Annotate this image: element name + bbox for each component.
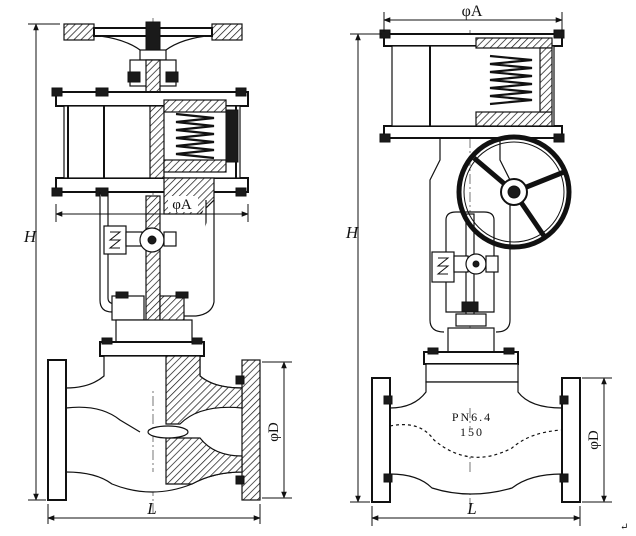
right-spring [489,54,533,106]
right-positioner [431,251,499,327]
left-valve-view: H φA L φD [23,18,292,524]
corner-return-mark: ↵ [620,522,628,533]
left-actuator [51,87,249,215]
left-spring [175,112,215,160]
right-height-label: H [345,223,360,242]
right-dimensions: φA H L φD [345,3,612,526]
left-handwheel [63,21,243,61]
left-bonnet [99,291,205,357]
body-marking-size: 150 [460,425,484,439]
body-marking-pressure: PN6.4 [452,410,492,424]
right-actuator-dia-label: φA [462,3,483,20]
left-yoke [127,59,179,97]
right-length-label: L [466,499,476,518]
left-positioner [103,225,177,255]
right-handwheel [456,134,572,250]
left-valve-body [47,355,261,501]
right-flange-dia-label: φD [586,430,602,450]
right-bonnet [423,327,519,383]
right-valve-view: PN6.4 150 φA H L φD [345,3,612,526]
left-actuator-dia-label: φA [172,197,192,213]
right-valve-body: PN6.4 150 [371,377,581,503]
left-length-label: L [146,499,156,518]
left-flange-dia-label: φD [266,422,282,442]
right-actuator [379,29,565,143]
left-height-label: H [23,227,38,246]
left-dimensions: H φA L φD [23,23,292,524]
